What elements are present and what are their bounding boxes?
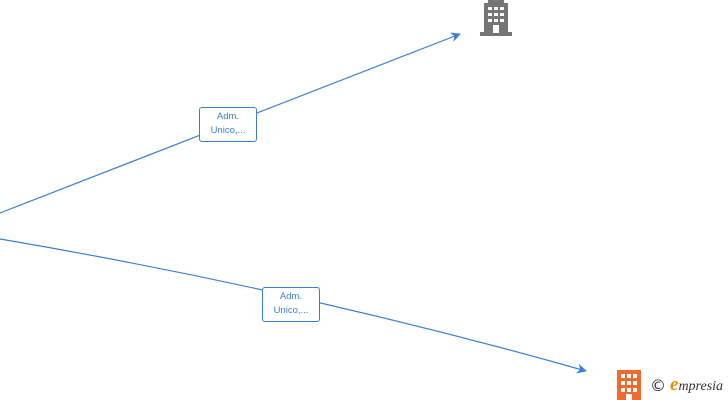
edge-label-top[interactable]: Adm. Unico,...	[199, 107, 257, 142]
brand-logo-initial: e	[670, 374, 679, 395]
edge-label-bottom[interactable]: Adm. Unico,...	[262, 287, 320, 322]
building-icon[interactable]	[479, 0, 513, 36]
copyright-symbol: ©	[650, 375, 666, 395]
building-icon[interactable]	[617, 370, 641, 400]
brand-logo[interactable]: empresia	[670, 374, 723, 396]
edge-label-top-line2: Unico,...	[210, 125, 246, 136]
brand-logo-rest: mpresia	[678, 379, 724, 394]
edge-label-bottom-line1: Adm.	[279, 291, 303, 302]
edge-label-top-line1: Adm.	[216, 111, 240, 122]
edge-label-bottom-line2: Unico,...	[273, 305, 309, 316]
footer: © empresia	[617, 370, 723, 400]
